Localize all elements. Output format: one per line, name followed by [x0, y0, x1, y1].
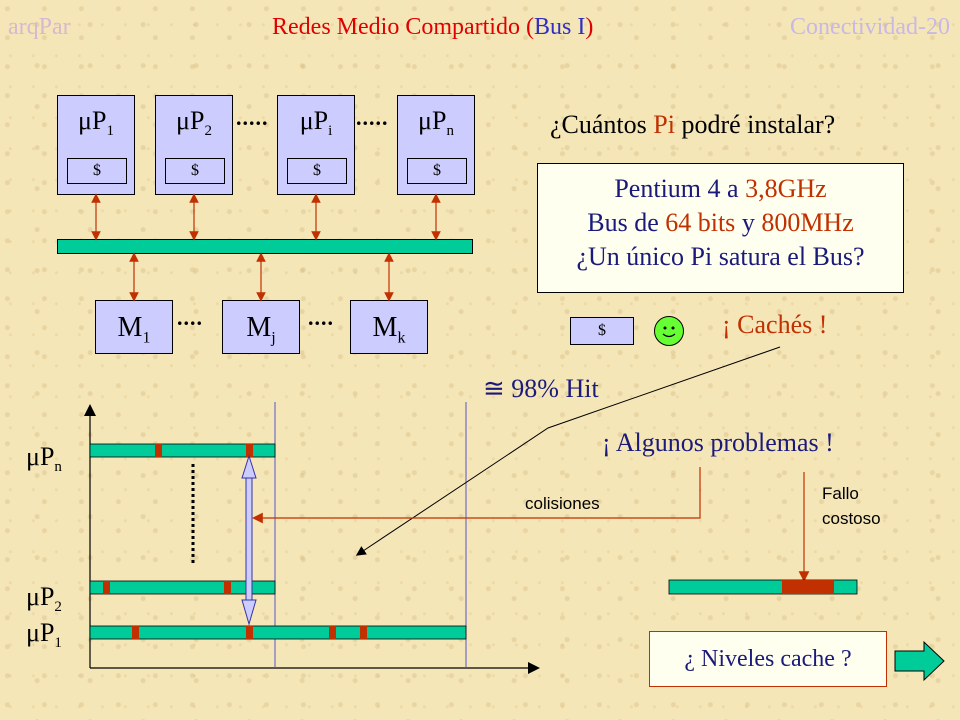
- memory-label-base: M: [117, 312, 143, 343]
- header-left: arqPar: [8, 14, 71, 40]
- info-line2-bits: 64 bits: [665, 208, 736, 237]
- caches-exclamation: ¡ Cachés !: [722, 310, 828, 339]
- memory-label-sub: j: [271, 329, 276, 347]
- processor-box-n: μPn $: [397, 95, 475, 195]
- memory-label-sub: k: [397, 329, 406, 347]
- title-bus: Bus I: [533, 14, 586, 40]
- timeline-bar-pn: [89, 443, 276, 458]
- cache-levels-box: ¿ Niveles cache ?: [649, 631, 887, 687]
- processor-label: μP1: [58, 106, 134, 140]
- info-line-2: Bus de 64 bits y 800MHz: [538, 206, 903, 240]
- memory-ellipsis-2: ....: [308, 305, 334, 330]
- info-line2-mid: y: [735, 208, 762, 237]
- title-suffix: ): [585, 14, 594, 40]
- pentium-info-box: Pentium 4 a 3,8GHz Bus de 64 bits y 800M…: [537, 163, 904, 293]
- timeline-label-base: μP: [26, 442, 55, 471]
- processor-cache: $: [407, 158, 467, 184]
- problems-label: ¡ Algunos problemas !: [602, 428, 834, 457]
- question-post: podré instalar?: [674, 110, 836, 139]
- processor-label: μP2: [156, 106, 232, 140]
- fallo-line-2: costoso: [822, 509, 881, 528]
- memory-box-1: M1: [95, 300, 173, 354]
- processor-ellipsis-1: .....: [236, 105, 269, 130]
- info-line-3: ¿Un único Pi satura el Bus?: [576, 242, 865, 271]
- timeline-label-pn: μPn: [26, 442, 62, 476]
- timeline-label-p2: μP2: [26, 582, 62, 616]
- question-pre: ¿Cuántos: [550, 110, 654, 139]
- timeline-bar-p2: [89, 580, 276, 595]
- processor-label-base: μP: [418, 106, 447, 135]
- collision-double-arrow: [241, 454, 257, 626]
- hit-rate-label: ≅ 98% Hit: [483, 374, 599, 403]
- slide-title: Redes Medio Compartido (Bus I): [272, 14, 593, 41]
- processor-box-1: μP1 $: [57, 95, 135, 195]
- costly-miss-label: Fallo costoso: [822, 481, 881, 531]
- processor-label: μPn: [398, 106, 474, 140]
- memory-box-k: Mk: [350, 300, 428, 354]
- timeline-label-sub: 2: [54, 599, 62, 616]
- info-line1-freq: 3,8GHz: [745, 174, 827, 203]
- processor-label-sub: 1: [106, 123, 114, 140]
- cache-symbol-box: $: [570, 317, 634, 345]
- processor-ellipsis-2: .....: [356, 105, 389, 130]
- memory-label-base: M: [246, 312, 272, 343]
- question-pi: Pi: [653, 110, 675, 139]
- info-line-1: Pentium 4 a 3,8GHz: [538, 172, 903, 206]
- processor-label-base: μP: [176, 106, 205, 135]
- memory-label-sub: 1: [142, 329, 151, 347]
- collisions-arrow: [252, 467, 701, 524]
- timeline-label-base: μP: [26, 618, 55, 647]
- timeline-label-sub: n: [54, 459, 62, 476]
- info-line2-pre: Bus de: [587, 208, 666, 237]
- collisions-label: colisiones: [525, 494, 600, 513]
- timeline-label-sub: 1: [54, 635, 62, 652]
- costly-miss-bar: [668, 579, 858, 595]
- processor-label-sub: i: [328, 123, 333, 140]
- caches-pointer-arrow: [355, 346, 781, 556]
- timeline-label-p1: μP1: [26, 618, 62, 652]
- processor-cache: $: [67, 158, 127, 184]
- next-arrow-icon[interactable]: [894, 640, 946, 682]
- processor-cache: $: [287, 158, 347, 184]
- processor-cache: $: [165, 158, 225, 184]
- processor-label-sub: 2: [204, 123, 212, 140]
- smiley-icon: [654, 316, 684, 346]
- memory-label-base: M: [372, 312, 398, 343]
- header-right: Conectividad-20: [790, 14, 950, 40]
- memory-box-j: Mj: [222, 300, 300, 354]
- info-line1-pre: Pentium 4 a: [614, 174, 746, 203]
- processor-label: μPi: [278, 106, 354, 140]
- processor-label-base: μP: [78, 106, 107, 135]
- memory-bus-connectors: [129, 252, 394, 302]
- timeline-label-base: μP: [26, 582, 55, 611]
- processor-bus-connectors: [91, 193, 441, 241]
- title-prefix: Redes Medio Compartido (: [272, 14, 534, 40]
- info-line2-mhz: 800MHz: [761, 208, 854, 237]
- timeline-bar-p1: [89, 625, 467, 640]
- memory-ellipsis-1: ....: [177, 305, 203, 330]
- processor-box-2: μP2 $: [155, 95, 233, 195]
- processor-count-question: ¿Cuántos Pi podré instalar?: [550, 110, 835, 140]
- fallo-line-1: Fallo: [822, 484, 859, 503]
- processor-label-sub: n: [446, 123, 454, 140]
- processor-label-base: μP: [299, 106, 329, 135]
